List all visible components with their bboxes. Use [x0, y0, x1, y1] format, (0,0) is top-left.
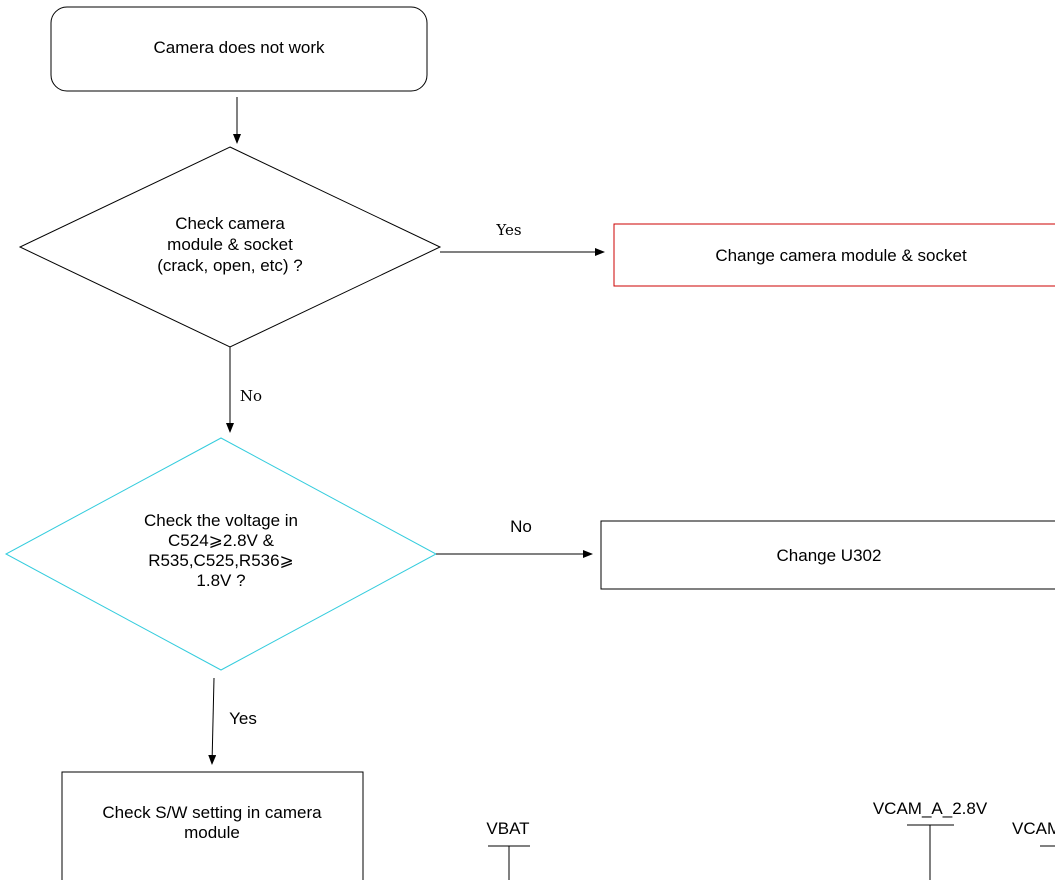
decision-voltage-line-3: R535,C525,R536⩾ [148, 551, 294, 570]
action-change-u302: Change U302 [600, 520, 1055, 590]
vcam-a-label: VCAM_A_2.8V [873, 799, 988, 818]
vcam-partial-label: VCAM [1012, 819, 1055, 838]
vbat-label: VBAT [486, 819, 529, 838]
schematic-vbat: VBAT [486, 819, 530, 880]
decision-voltage-check: Check the voltage in C524⩾2.8V & R535,C5… [4, 437, 438, 671]
start-node-label: Camera does not work [153, 38, 325, 57]
action-change-u302-label: Change U302 [777, 546, 882, 565]
edge-label-voltage-no: No [510, 517, 532, 536]
action-change-module-label: Change camera module & socket [715, 246, 967, 265]
decision-voltage-line-4: 1.8V ? [196, 571, 245, 590]
action-check-sw-line-2: module [184, 823, 240, 842]
action-check-sw: Check S/W setting in camera module [61, 771, 364, 880]
arrow-voltage-yes [208, 677, 217, 765]
decision-module-line-3: (crack, open, etc) ? [157, 256, 303, 275]
schematic-vcam-a: VCAM_A_2.8V [873, 799, 988, 880]
decision-module-line-2: module & socket [167, 235, 293, 254]
decision-module-check: Check camera module & socket (crack, ope… [18, 146, 442, 348]
action-change-module: Change camera module & socket [613, 223, 1055, 287]
start-node: Camera does not work [50, 6, 428, 92]
decision-voltage-line-2: C524⩾2.8V & [168, 531, 275, 550]
edge-label-module-no: No [240, 387, 262, 405]
edge-label-voltage-yes: Yes [229, 709, 257, 728]
decision-module-line-1: Check camera [175, 214, 285, 233]
schematic-vcam-partial: VCAM [1012, 819, 1055, 847]
decision-voltage-line-1: Check the voltage in [144, 511, 298, 530]
action-check-sw-line-1: Check S/W setting in camera [102, 803, 322, 822]
edge-label-module-yes: Yes [495, 221, 521, 239]
